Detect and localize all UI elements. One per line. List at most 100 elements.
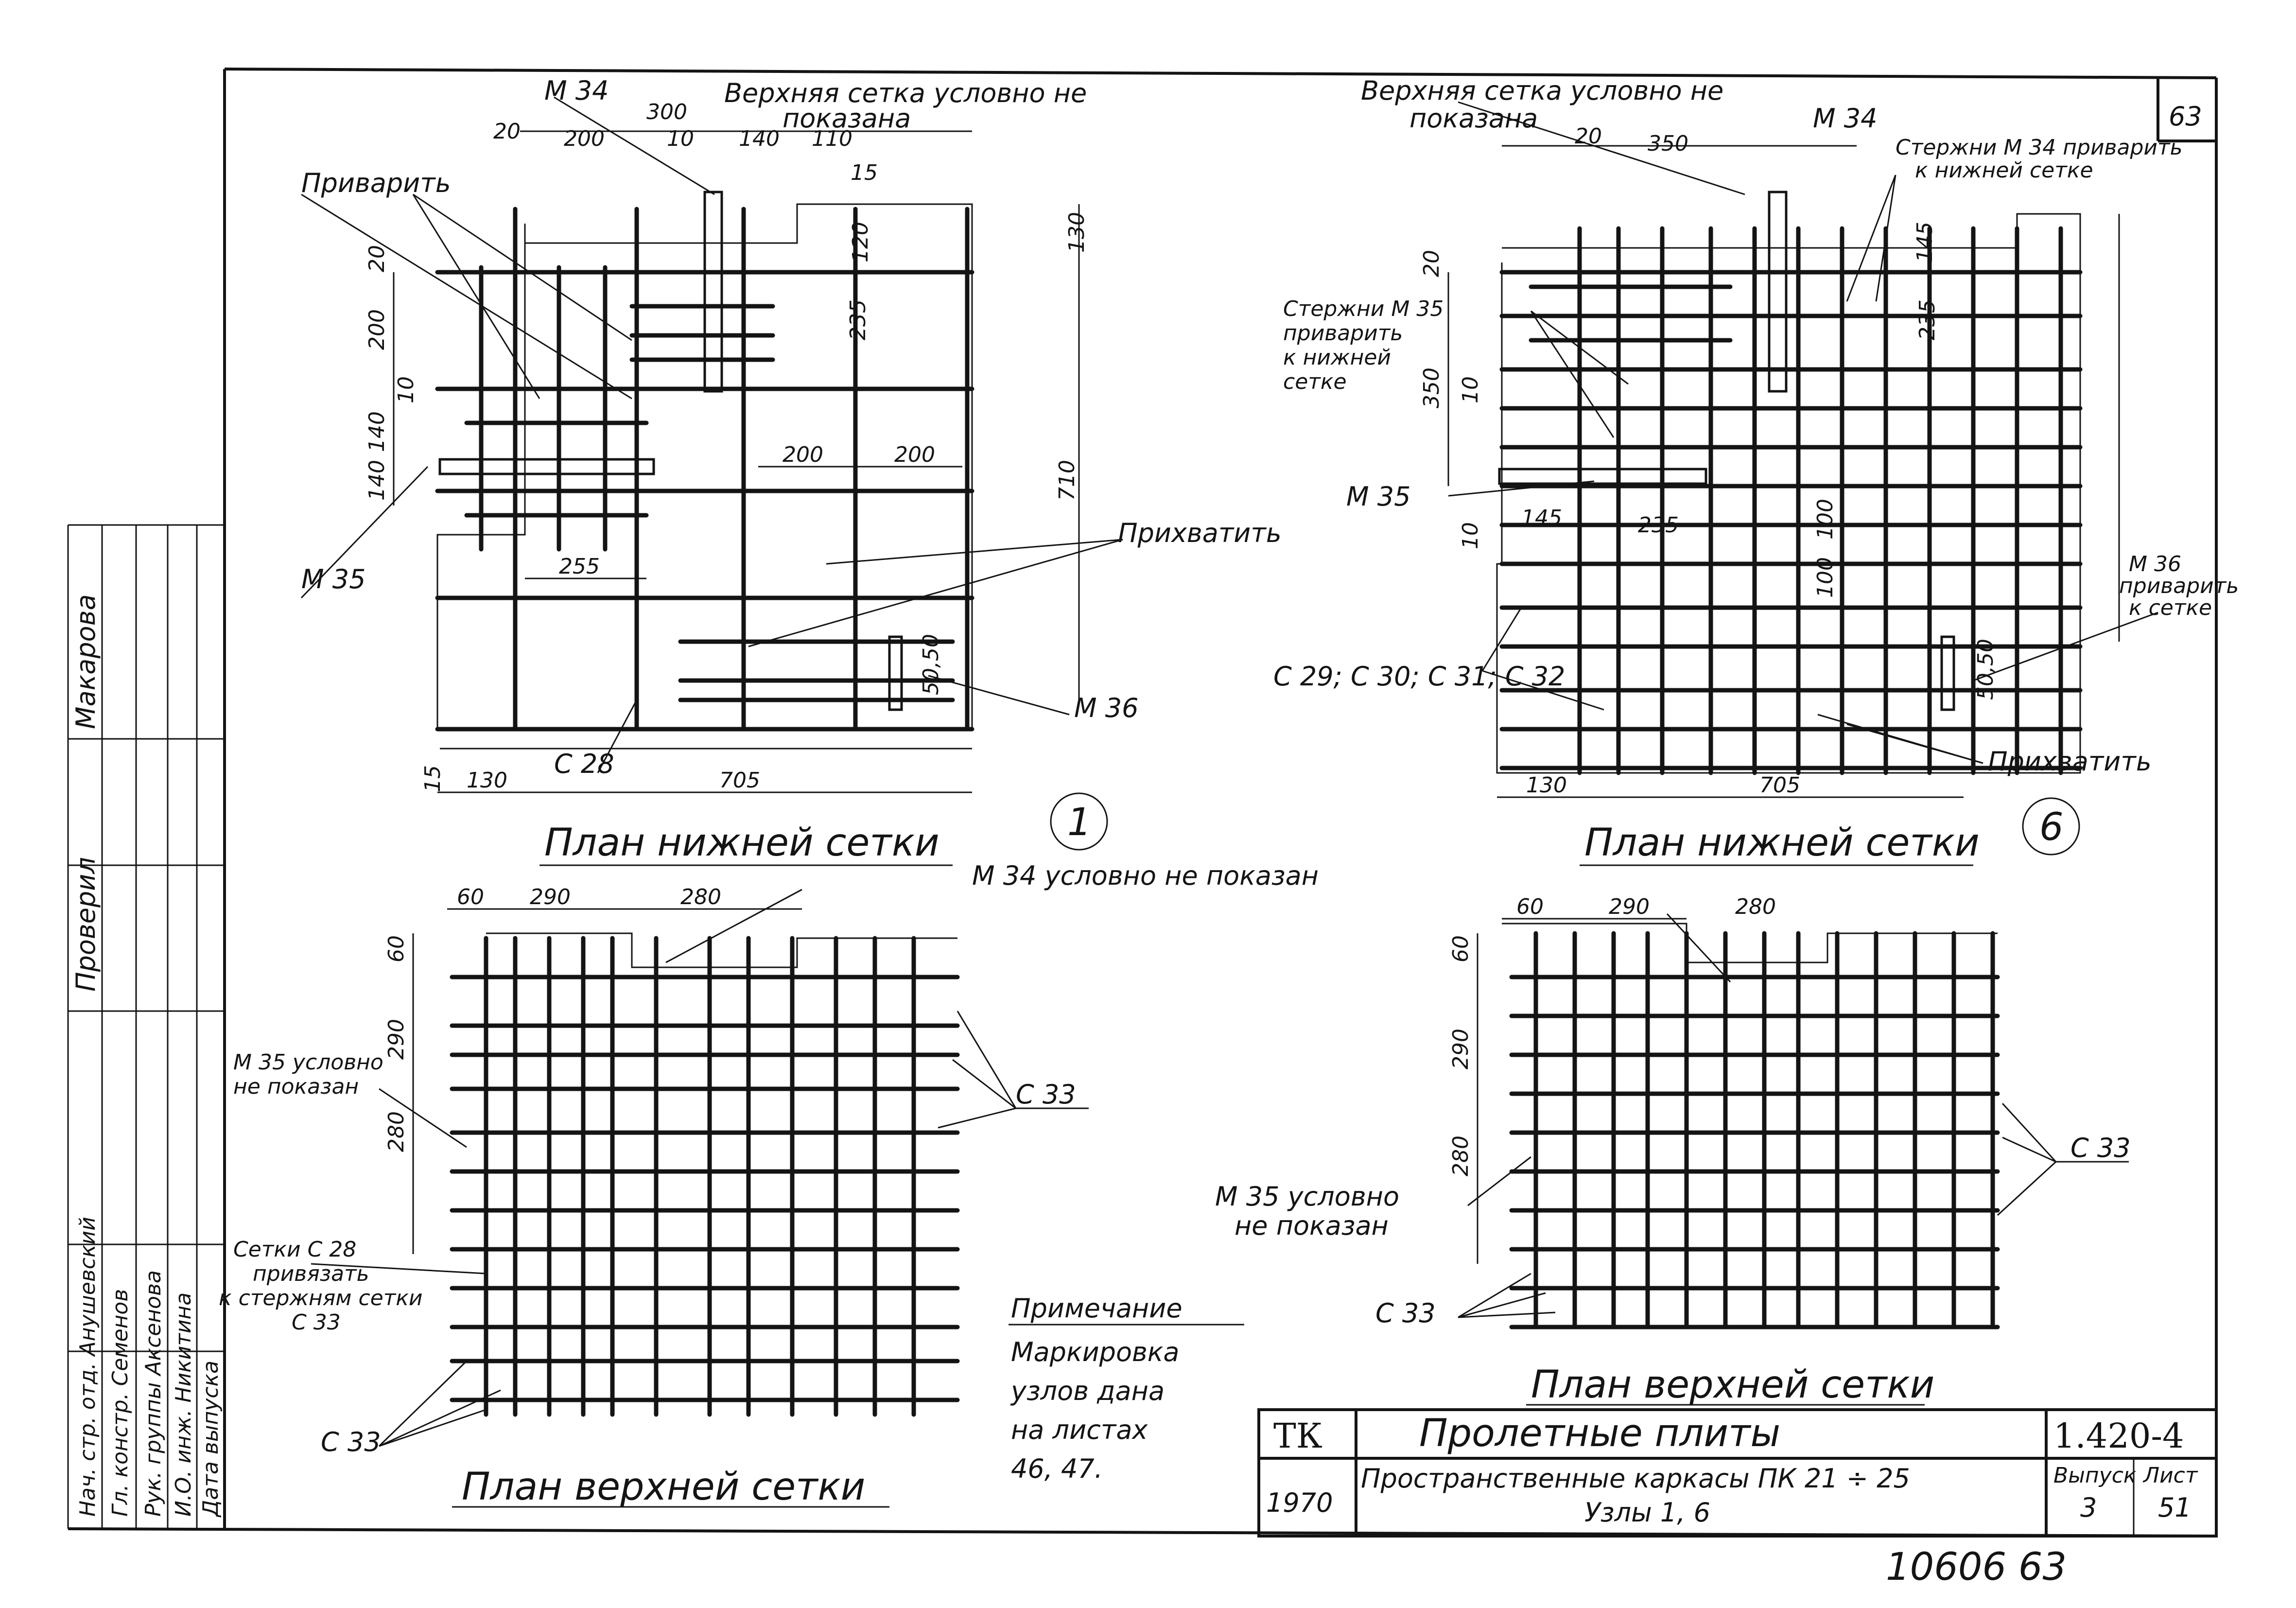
upper-left-c33: С 33 xyxy=(1016,1079,1076,1110)
note-line-4: 46, 47. xyxy=(1011,1453,1103,1484)
node6-m34-note-2: к нижней сетке xyxy=(1915,158,2093,183)
upper-left-dim-60: 60 xyxy=(457,885,484,909)
upper-left-m35-note-2: не показан xyxy=(233,1074,359,1099)
sheet-number-top: 63 xyxy=(2169,101,2202,132)
stamp-makarova: Макарова xyxy=(70,594,101,729)
upper-left-setki-2: привязать xyxy=(253,1261,369,1286)
node6-dim-235: 235 xyxy=(1638,513,1679,538)
upper-right-dim-60: 60 xyxy=(1516,894,1544,919)
node1-dim-200: 200 xyxy=(564,126,605,151)
node1-dim-200b: 200 xyxy=(894,442,935,467)
title-tk: ТК xyxy=(1273,1416,1322,1456)
stamp-proveril: Проверил xyxy=(70,857,101,992)
node1-circle: 1 xyxy=(1067,801,1092,844)
upper-right-m35-note-1: М 35 условно xyxy=(1215,1181,1399,1212)
node6-dim-350: 350 xyxy=(1648,131,1688,156)
node6-title: План нижней сетки xyxy=(1584,821,1980,865)
upper-left-setki-3: к стержням сетки xyxy=(219,1286,423,1311)
node1-dim-235: 235 xyxy=(846,299,870,340)
node6-dim-145v: 145 xyxy=(1913,222,1937,262)
node6-dim-20v: 20 xyxy=(1419,250,1444,277)
node1-drawing xyxy=(300,96,1123,851)
upper-left-m35-note-1: М 35 условно xyxy=(233,1050,383,1075)
side-stamp xyxy=(67,524,225,1529)
node6-m35: М 35 xyxy=(1346,481,1410,512)
node1-dim-255: 255 xyxy=(559,554,600,579)
node1-top-note-2: показана xyxy=(783,103,911,134)
node6-dim-100b: 100 xyxy=(1813,557,1838,598)
upper-left-drawing xyxy=(311,889,1089,1447)
upper-right-c33b: С 33 xyxy=(1375,1298,1436,1328)
upper-left-dim-280: 280 xyxy=(680,885,721,909)
node6-m35-note-2: приварить xyxy=(1283,321,1403,346)
upper-left-dim-290v: 290 xyxy=(384,1019,409,1060)
title-line1: Пролетные плиты xyxy=(1419,1412,1780,1455)
node1-dim-130: 130 xyxy=(1064,212,1089,253)
upper-right-dim-280v: 280 xyxy=(1448,1136,1473,1176)
node1-top-note-1: Верхняя сетка условно не xyxy=(724,78,1087,108)
node6-dim-10b: 10 xyxy=(1458,522,1483,549)
stamp-row-1: Нач. стр. отд. Анушевский xyxy=(75,1217,100,1517)
node1-m34: М 34 xyxy=(544,75,609,106)
node6-m35-note-4: сетке xyxy=(1283,369,1347,394)
node6-m34: М 34 xyxy=(1813,103,1877,134)
upper-left-dim-60v: 60 xyxy=(384,935,409,962)
node1-privarit: Приварить xyxy=(301,168,451,198)
upper-right-title: План верхней сетки xyxy=(1531,1363,1934,1407)
upper-left-title: План верхней сетки xyxy=(462,1465,865,1509)
stamp-row-4: И.О. инж. Никитина xyxy=(171,1293,196,1517)
node6-m35-note-1: Стержни М 35 xyxy=(1283,297,1444,321)
node6-dim-350v: 350 xyxy=(1419,367,1444,408)
node6-dim-100a: 100 xyxy=(1813,499,1838,540)
title-vypusk-value: 3 xyxy=(2080,1492,2097,1523)
node1-m35: М 35 xyxy=(301,564,365,594)
title-year: 1970 xyxy=(1266,1487,1333,1518)
stamp-row-3: Рук. группы Аксенова xyxy=(141,1270,166,1517)
upper-left-c33b: С 33 xyxy=(321,1427,381,1457)
node6-dim-145: 145 xyxy=(1521,506,1562,530)
upper-left-setki-4: С 33 xyxy=(292,1310,341,1335)
title-line3: Узлы 1, 6 xyxy=(1584,1497,1710,1528)
title-list-label: Лист xyxy=(2142,1463,2198,1488)
node1-dim-140: 140 xyxy=(739,126,780,151)
stamp-row-5: Дата выпуска xyxy=(198,1361,223,1518)
upper-right-dim-290: 290 xyxy=(1609,894,1650,919)
upper-left-dim-280v: 280 xyxy=(384,1111,409,1152)
note-line-3: на листах xyxy=(1011,1415,1148,1445)
node6-top-note-1: Верхняя сетка условно не xyxy=(1361,75,1723,106)
node1-dim-15b: 15 xyxy=(420,765,445,792)
node6-dim-5050: 50,50 xyxy=(1973,639,1998,700)
node6-prihvatit: Прихватить xyxy=(1988,746,2152,777)
node6-m35-note-3: к нижней xyxy=(1283,345,1391,370)
node1-dim-705: 705 xyxy=(719,768,760,793)
node6-dim-130: 130 xyxy=(1526,773,1567,798)
node6-dim-10v: 10 xyxy=(1458,376,1483,403)
node1-c28: С 28 xyxy=(554,749,614,779)
node1-dim-130b: 130 xyxy=(467,768,507,793)
note-line-1: Маркировка xyxy=(1011,1337,1180,1367)
node6-dim-20: 20 xyxy=(1575,124,1602,149)
node1-dim-5050: 50,50 xyxy=(919,634,943,695)
upper-right-c33: С 33 xyxy=(2070,1133,2131,1163)
note-heading: Примечание xyxy=(1011,1293,1183,1324)
node6-circle: 6 xyxy=(2039,805,2064,849)
stamp-row-2: Гл. констр. Семенов xyxy=(108,1289,133,1517)
node1-dim-20: 20 xyxy=(493,119,521,144)
upper-right-drawing xyxy=(1458,913,2129,1329)
node1-dim-110: 110 xyxy=(812,126,852,151)
node6-top-note-2: показана xyxy=(1409,103,1538,134)
node1-dim-15: 15 xyxy=(851,160,878,185)
upper-left-dim-290: 290 xyxy=(530,885,571,909)
node6-dim-705: 705 xyxy=(1759,773,1800,798)
title-code: 1.420-4 xyxy=(2053,1416,2184,1456)
node6-dim-235v: 235 xyxy=(1915,299,1940,340)
node6-m36-note-2: приварить xyxy=(2119,574,2239,598)
node1-title: План нижней сетки xyxy=(544,821,939,865)
note-line-2: узлов дана xyxy=(1010,1376,1165,1406)
upper-left-m34-note: М 34 условно не показан xyxy=(972,860,1319,891)
bottom-code: 10606 63 xyxy=(1886,1545,2067,1589)
node6-c29: С 29; С 30; С 31; С 32 xyxy=(1273,661,1565,692)
title-line2: Пространственные каркасы ПК 21 ÷ 25 xyxy=(1361,1463,1910,1494)
upper-right-m35-note-2: не показан xyxy=(1235,1210,1389,1241)
node1-prihvatit: Прихватить xyxy=(1118,518,1282,548)
